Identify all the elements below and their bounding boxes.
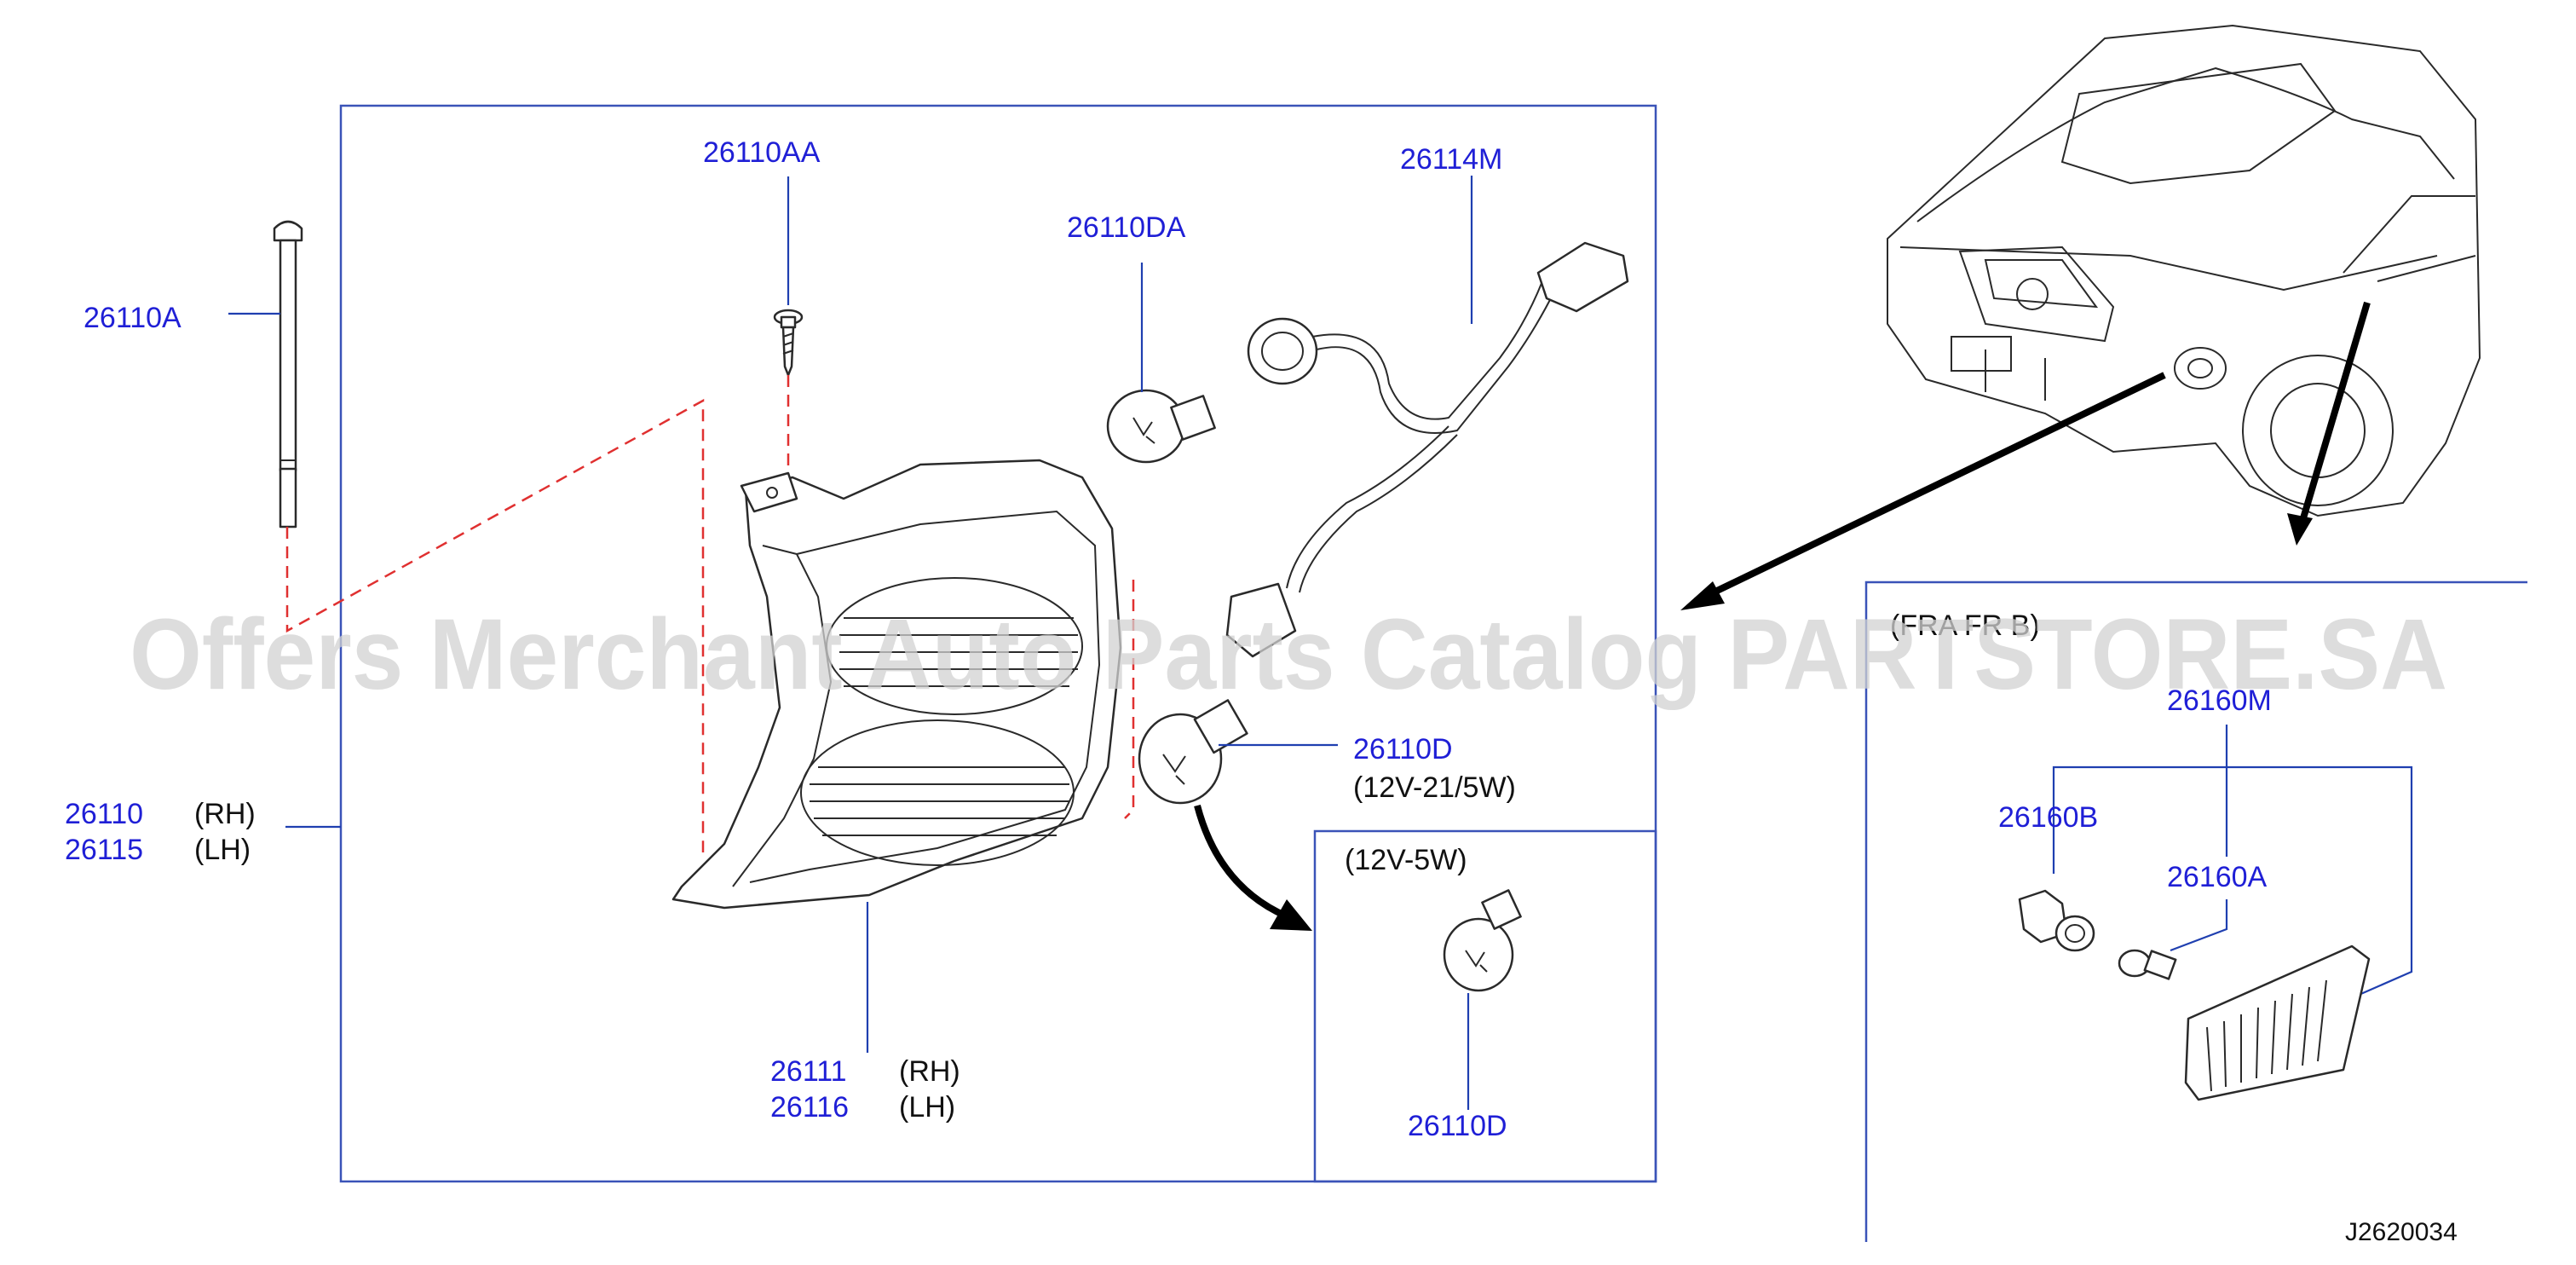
watermark: Offers Merchant Auto Parts Catalog PARTS…	[130, 598, 2447, 711]
combination-lamp	[671, 459, 1122, 910]
label-26110-side: (RH)	[194, 798, 256, 830]
label-26110d-small: 26110D	[1408, 1110, 1507, 1142]
label-26114m: 26114M	[1400, 143, 1502, 176]
upper-bulb-part	[1106, 389, 1216, 464]
main-bulb-part	[1138, 699, 1248, 805]
label-26111-side: (RH)	[899, 1055, 960, 1088]
label-26111: 26111	[770, 1055, 847, 1088]
main-frame	[339, 104, 1657, 1183]
label-26110: 26110	[65, 798, 143, 830]
label-26116: 26116	[770, 1091, 849, 1123]
label-26110a: 26110A	[84, 302, 182, 334]
label-26160m: 26160M	[2167, 684, 2272, 717]
side-bulb-part	[2118, 949, 2177, 980]
side-lamp-bracket	[2052, 765, 2413, 1003]
inset-arrow	[1194, 804, 1288, 920]
label-26115: 26115	[65, 834, 143, 866]
overview-arrows	[1680, 301, 2371, 610]
side-socket-part	[2018, 889, 2095, 952]
label-26160b: 26160B	[1998, 801, 2098, 834]
label-bulb-small-spec: (12V-5W)	[1345, 844, 1467, 876]
label-26160a: 26160A	[2167, 861, 2268, 893]
label-26110da: 26110DA	[1067, 211, 1186, 244]
drawing-code: J2620034	[2345, 1218, 2458, 1246]
bolt-part	[273, 220, 303, 529]
vehicle-overview	[1887, 24, 2481, 517]
label-side-note: (FRA FR B)	[1890, 609, 2040, 642]
label-26116-side: (LH)	[899, 1091, 955, 1123]
small-bulb-part	[1443, 889, 1522, 992]
side-bulb-leader	[2170, 899, 2228, 952]
harness-part	[1225, 241, 1629, 658]
label-bulb-main-spec: (12V-21/5W)	[1353, 771, 1516, 804]
screw-part	[773, 309, 804, 377]
label-26110aa: 26110AA	[703, 136, 821, 169]
label-26110d-main: 26110D	[1353, 733, 1453, 765]
side-lamp-frame	[1864, 581, 2527, 1242]
inset-arrowhead	[1270, 899, 1312, 931]
label-26115-side: (LH)	[194, 834, 251, 866]
side-lamp-part	[2184, 944, 2371, 1101]
assembly-guides	[285, 375, 1135, 852]
bulb-inset-frame	[1313, 829, 1657, 1183]
